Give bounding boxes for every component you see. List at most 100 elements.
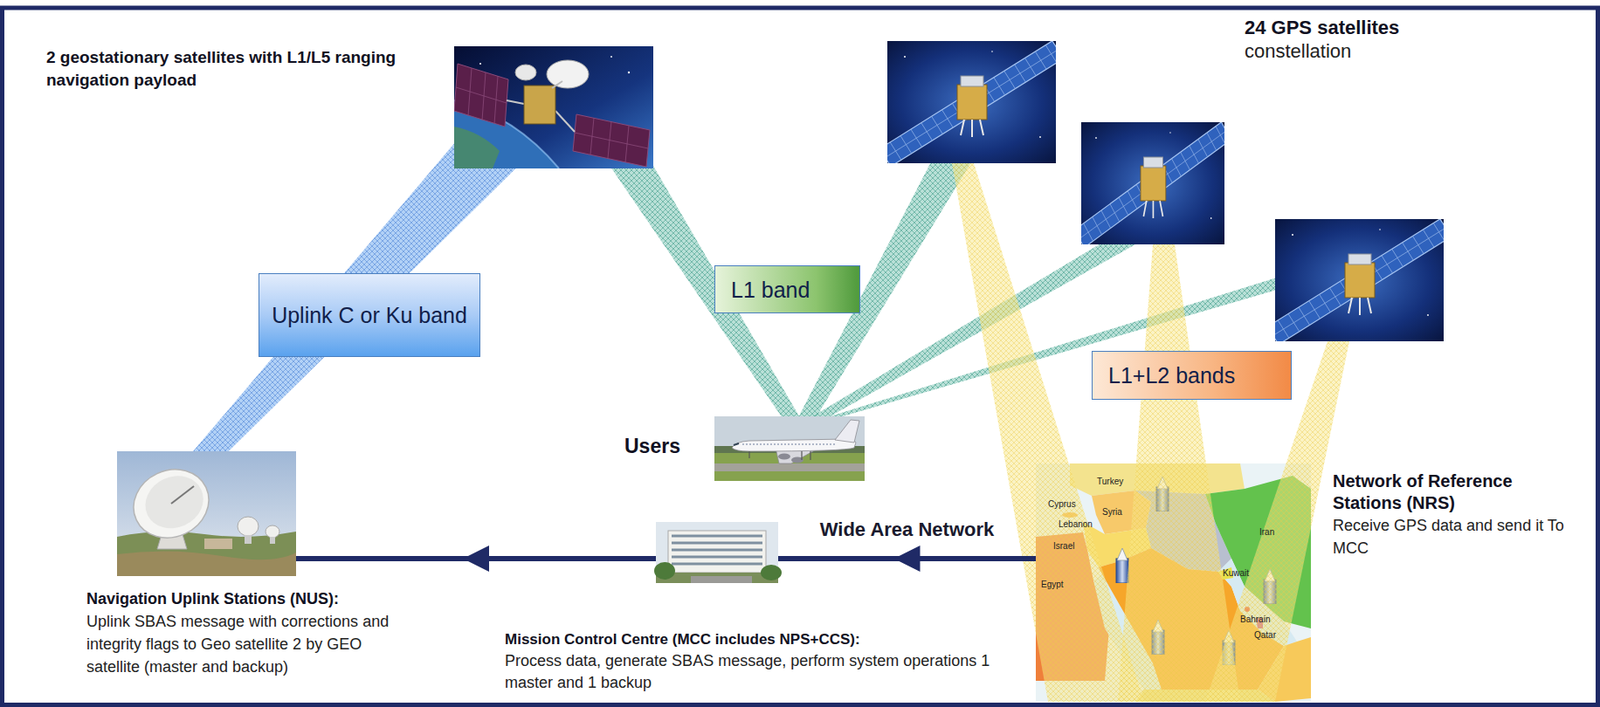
geo-satellite-picture-part (454, 63, 509, 127)
map-label-holder: Egypt (1041, 579, 1064, 591)
uplink-dish-picture-part (237, 517, 259, 537)
node-heading: Mission Control Centre (MCC includes NPS… (504, 628, 1029, 651)
country-label: Turkey (1096, 476, 1124, 488)
geo-satellite: 2 geostationary satellites with L1/L5 ra… (454, 46, 654, 169)
connectors (296, 558, 1036, 560)
geo-satellite-picture-part (546, 60, 589, 89)
l1-band-box: L1 band (714, 265, 861, 314)
country-label: Egypt (1041, 579, 1064, 591)
mission-control-centre: Mission Control Centre (MCC includes NPS… (655, 522, 779, 584)
edge-label-holder: Wide Area Network (820, 518, 994, 542)
country-label: Lebanon (1058, 519, 1093, 531)
gps-satellite-pictures-part (1075, 122, 1232, 249)
node-heading: Users (624, 434, 708, 459)
band-label: Uplink C or Ku band (271, 302, 468, 329)
gps-constellation-caption: 24 GPS satellitesconstellation (1244, 15, 1507, 63)
control-centre-picture-part (690, 576, 752, 584)
aircraft-picture-part (749, 451, 811, 461)
uplink-dish-picture-part (117, 531, 297, 577)
geo-satellite-picture (454, 46, 654, 169)
map-label-holder: Lebanon (1058, 519, 1093, 531)
uplink-dish-picture-part (269, 537, 276, 545)
geo-satellite-picture-part (627, 71, 630, 74)
country-label: Syria (1102, 507, 1123, 518)
uplink-dish-picture-part-part (122, 457, 221, 551)
geo-satellite-picture-part (454, 126, 500, 169)
users-aircraft-caption: Users (624, 434, 708, 459)
aircraft-picture-part (733, 443, 739, 446)
edge-label: Wide Area Network (820, 518, 994, 542)
uplink-dish-picture-part (122, 457, 221, 551)
band-label: L1+L2 bands (1108, 362, 1235, 389)
uplink-dish-picture-part (265, 525, 280, 538)
uplink-dish-picture-part-part (137, 467, 213, 538)
country-label: Qatar (1254, 630, 1276, 642)
uplink-band-box: Uplink C or Ku band (258, 273, 481, 358)
geo-satellite-caption: 2 geostationary satellites with L1/L5 ra… (46, 46, 444, 92)
aircraft-picture (714, 416, 865, 482)
navigation-uplink-stations: Navigation Uplink Stations (NUS):Uplink … (117, 451, 297, 577)
uplink-dish-picture-part (204, 538, 233, 550)
slide-frame (2, 7, 1599, 706)
network-link (778, 556, 1036, 562)
node-heading: 24 GPS satellites (1244, 15, 1507, 40)
map-label-holder: Qatar (1254, 630, 1276, 642)
gps-satellite-pictures-part (1267, 219, 1451, 345)
control-centre-picture-part (654, 562, 676, 580)
geo-satellite-picture-part (572, 114, 650, 167)
band-label: L1 band (731, 276, 810, 304)
uplink-dish-picture-part (117, 551, 297, 577)
country-label: Bahrain (1240, 614, 1270, 626)
map-label-holder: Kuwait (1222, 568, 1249, 580)
middle-east-map-part (1116, 548, 1129, 584)
gps-satellite-pictures-part (879, 41, 1063, 167)
control-centre-picture (654, 522, 782, 584)
network-link (296, 556, 656, 562)
gps-satellite-pictures (879, 41, 1451, 345)
map-label-holder: Turkey (1096, 476, 1124, 488)
country-label: Kuwait (1222, 568, 1249, 580)
aircraft-picture-part (714, 453, 865, 482)
node-body: constellation (1244, 39, 1507, 63)
network-of-reference-stations: Network of Reference Stations (NRS)Recei… (1035, 463, 1311, 703)
node-heading: Navigation Uplink Stations (NUS): (86, 587, 410, 611)
node-heading: 2 geostationary satellites with L1/L5 ra… (46, 46, 444, 92)
aircraft-picture-part (742, 443, 837, 445)
navigation-uplink-stations-caption: Navigation Uplink Stations (NUS):Uplink … (86, 587, 410, 679)
l1-l2-band-box: L1+L2 bands (1091, 351, 1292, 400)
uplink-beam-part (164, 106, 537, 495)
node-body: Receive GPS data and send it To MCC (1332, 514, 1582, 560)
control-centre-picture-part (760, 565, 782, 581)
geo-satellite-picture-part (455, 68, 507, 125)
uplink-dish-picture-part (117, 451, 297, 577)
geo-satellite-picture-part (479, 62, 482, 65)
users-aircraft: Users (714, 416, 865, 482)
control-centre-picture-part (671, 536, 763, 565)
gps-constellation: 24 GPS satellitesconstellation (887, 41, 1444, 342)
country-label: Israel (1053, 541, 1075, 552)
node-body: Process data, generate SBAS message, per… (504, 650, 1029, 695)
aircraft-picture-part (778, 454, 791, 461)
aircraft-picture-part (731, 439, 856, 452)
uplink-dish-picture (117, 451, 297, 577)
geo-satellite-picture-part (574, 117, 649, 163)
node-body: Uplink SBAS message with corrections and… (86, 610, 410, 679)
map-label-holder: Cyprus (1048, 499, 1076, 511)
node-heading: Network of Reference Stations (NRS) (1332, 470, 1582, 515)
aircraft-picture-part (834, 420, 860, 443)
geo-satellite-picture-part (524, 85, 556, 125)
map-label-holder: Israel (1053, 541, 1075, 552)
geo-satellite-picture-part (551, 81, 563, 89)
country-label: Cyprus (1048, 499, 1076, 511)
map-label-holder: Syria (1102, 507, 1123, 518)
geo-satellite-picture-part (515, 64, 537, 81)
aircraft-picture-part (714, 463, 865, 472)
map-label-holder: Bahrain (1240, 614, 1270, 626)
uplink-dish-picture-part (171, 486, 194, 504)
l1-l2-signal-beams-part (1117, 244, 1241, 703)
map-label-holder: Iran (1259, 527, 1275, 538)
geo-satellite-picture-part (610, 55, 613, 58)
country-label: Iran (1259, 527, 1275, 538)
control-centre-picture-part (668, 531, 766, 573)
